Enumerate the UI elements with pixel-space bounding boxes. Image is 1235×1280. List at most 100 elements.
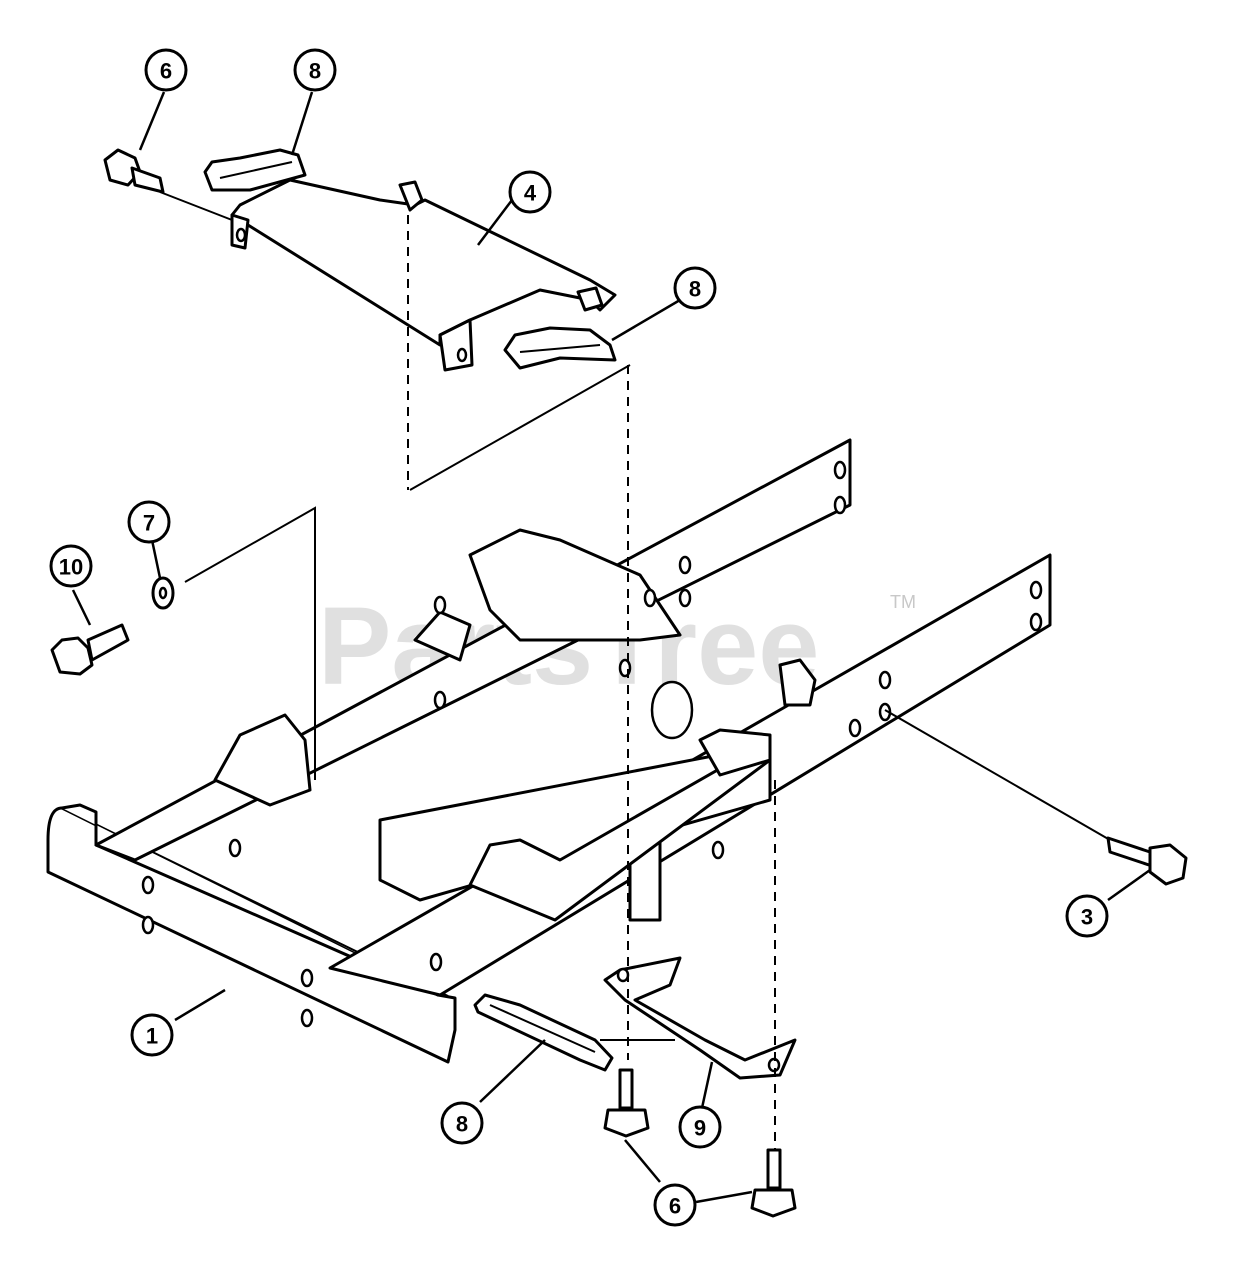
leader-line [138,91,166,151]
bumper-return [60,803,440,997]
bolt-shank [130,166,165,194]
frame-hole [433,690,447,710]
frame-hole [833,460,847,480]
callout-8-bottom: 8 [440,1101,484,1145]
callout-label: 10 [59,555,83,580]
frame-lower-bracket [468,738,772,922]
bolt-head [750,1188,797,1218]
bolt-part-6-top [103,148,165,194]
leader-line [71,589,92,626]
frame-upright-tab [698,728,772,777]
frame-hole [833,495,847,515]
frame-rear-tab [778,658,817,707]
frame-hole [711,840,725,860]
assembly-line [884,709,1111,841]
bolt-shank [86,623,130,662]
frame-hole [300,968,314,988]
callout-4: 4 [508,170,552,214]
frame-hole [848,718,862,738]
bolt-part-6-bottom-a [603,1068,650,1138]
top-bracket-nut-b [576,286,604,312]
frame-center-tab [413,610,472,662]
leader-line [1107,868,1151,902]
callout-circle [293,48,337,92]
bolt-head [1148,843,1188,886]
clip-top-groove [219,161,293,179]
leader-line [695,1190,753,1204]
callout-6-top: 6 [144,48,188,92]
frame-large-hole [650,680,694,740]
bolt-part-3 [1106,836,1188,886]
frame-hole [141,875,155,895]
callout-circle [144,48,188,92]
frame-hole [643,588,657,608]
clip-part-8-bottom [473,993,614,1072]
frame-hole [878,670,892,690]
bolt-part-10 [50,623,130,676]
callout-circle [678,1105,722,1149]
clip-bottom-groove [489,1004,596,1053]
callout-6-bottom: 6 [653,1183,697,1227]
frame-hole [678,588,692,608]
callout-8-mid: 8 [673,266,717,310]
leader-lines [71,91,1151,1204]
callout-label: 4 [524,181,537,206]
top-bracket-hole [456,347,468,363]
top-bracket-nut-a [398,180,424,212]
lower-bracket-part-9 [603,956,797,1080]
leader-line [479,1039,546,1103]
callout-circle [1065,894,1109,938]
frame-hole [429,952,443,972]
assembly-line [409,364,631,491]
callout-1: 1 [130,1013,174,1057]
callout-label: 8 [689,277,701,302]
front-bumper [46,806,457,1064]
callout-circle [130,1013,174,1057]
callout-label: 3 [1081,905,1093,930]
assembly-line [184,506,316,780]
leader-line [611,298,681,342]
frame-hole [433,595,447,615]
top-bracket-plate [230,178,617,347]
top-bracket-part-4 [230,178,617,372]
callout-label: 8 [309,59,321,84]
bolt-shank [618,1068,634,1110]
clip-mid-groove [519,344,601,353]
callout-label: 9 [694,1116,706,1141]
bolt-shank [1106,836,1154,868]
frame-hole [141,915,155,935]
leader-line [700,1061,714,1109]
callout-8-top: 8 [293,48,337,92]
top-bracket-hole [235,227,247,243]
bolt-head [603,1108,650,1138]
frame-hole [300,1008,314,1028]
callout-3: 3 [1065,894,1109,938]
callout-circle [673,266,717,310]
callout-circle [440,1101,484,1145]
watermark-tm: TM [890,592,916,612]
frame-hole [678,555,692,575]
assembly-lines [159,191,1111,1150]
callout-circle [508,170,552,214]
callout-label: 7 [143,511,155,536]
callout-label: 1 [146,1024,158,1049]
frame-hole [228,838,242,858]
callout-label: 6 [160,59,172,84]
lower-bracket-hole [616,967,630,983]
bolt-part-6-bottom-b [750,1148,797,1218]
frame-left-bracket [213,713,312,807]
callout-label: 8 [456,1112,468,1137]
callout-10: 10 [49,544,93,588]
callout-circle [127,500,171,544]
frame-hole [1029,580,1043,600]
callout-label: 6 [669,1194,681,1219]
frame-hole [1029,612,1043,632]
bolt-shank [766,1148,782,1190]
leader-line [150,539,162,579]
leader-line [624,1139,661,1183]
leader-line [174,988,226,1022]
washer-hole [158,586,168,600]
callout-circle [49,544,93,588]
leader-line [477,199,513,246]
